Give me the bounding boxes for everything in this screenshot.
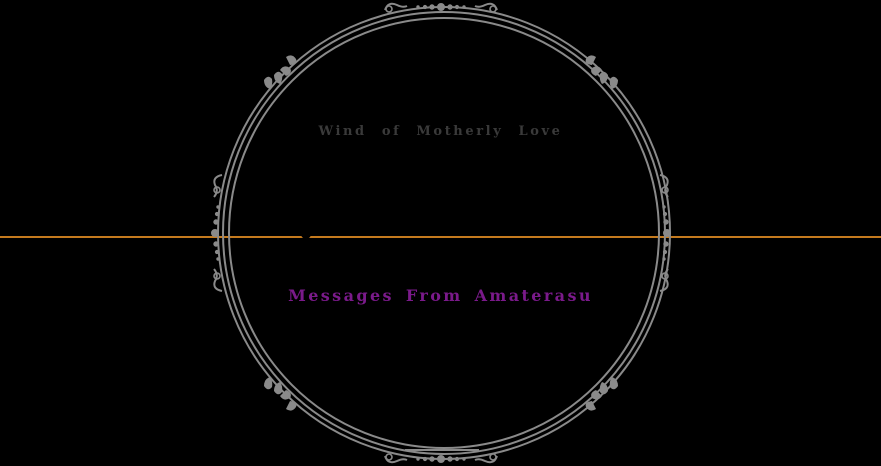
- page-title: Messages From Amaterasu: [288, 286, 593, 305]
- horizontal-divider-line: [0, 236, 881, 238]
- line-notch-mark: [301, 233, 311, 239]
- subtitle-text: Wind of Motherly Love: [318, 124, 563, 139]
